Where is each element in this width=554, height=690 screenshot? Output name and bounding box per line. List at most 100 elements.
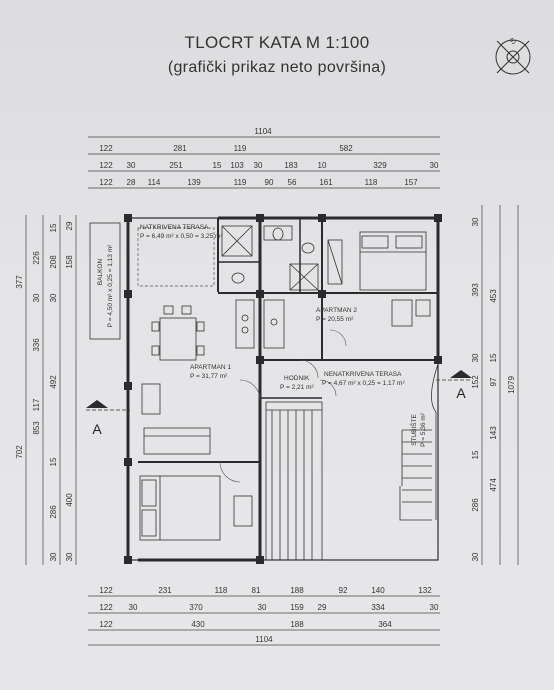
room-label: HODNIK — [284, 375, 310, 382]
dim-label: 188 — [290, 620, 304, 629]
dim-label: 159 — [290, 603, 304, 612]
dim-label: 393 — [471, 283, 480, 297]
section-marker-right: A — [436, 370, 472, 401]
room-area: P = 2,21 m² — [280, 384, 314, 391]
page-subtitle: (grafički prikaz neto površina) — [167, 59, 387, 76]
dim-label: 188 — [290, 586, 304, 595]
dim-top-total: 1104 — [254, 127, 272, 136]
room-area: P = 31,77 m² — [190, 373, 228, 380]
dim-label: 231 — [158, 586, 172, 595]
bottom-dimensions — [88, 595, 440, 646]
dim-label: 119 — [234, 178, 247, 187]
stairwell — [399, 363, 439, 521]
room-label: STUBIŠTE — [409, 413, 418, 445]
dim-label: 30 — [127, 161, 136, 170]
dim-label: 15 — [471, 450, 480, 459]
dim-bottom-total: 1104 — [255, 635, 273, 644]
dim-label: 286 — [49, 505, 58, 519]
north-arrow-icon: S — [495, 36, 531, 75]
dim-label: 474 — [489, 478, 498, 492]
dim-label: 143 — [489, 426, 498, 440]
dim-label: 119 — [234, 144, 247, 153]
dim-label: 139 — [187, 178, 201, 187]
dim-label: 30 — [471, 353, 480, 362]
dim-label: 30 — [49, 552, 58, 561]
room-area: P = 6,49 m² x 0,50 = 3,25 m² — [140, 233, 223, 240]
dim-label: 15 — [213, 161, 222, 170]
dim-label: 152 — [471, 375, 480, 389]
dim-label: 30 — [430, 603, 439, 612]
dim-label: 29 — [318, 603, 327, 612]
dim-label: 400 — [65, 493, 74, 507]
dim-label: 492 — [49, 375, 58, 389]
dim-label: 122 — [99, 178, 113, 187]
dim-label: 10 — [318, 161, 327, 170]
room-area: P = 4,50 m² x 0,25 = 1,13 m² — [107, 244, 114, 327]
north-label: S — [508, 36, 518, 46]
top-dimensions — [88, 136, 440, 189]
dim-label: 15 — [49, 457, 58, 466]
room-area: P = 5,36 m² — [420, 412, 427, 446]
room-area: P = 20,55 m² — [316, 316, 354, 323]
dim-label: 334 — [371, 603, 385, 612]
dim-label: 251 — [169, 161, 183, 170]
dim-label: 118 — [365, 178, 378, 187]
dim-label: 56 — [288, 178, 297, 187]
dim-label: 28 — [127, 178, 136, 187]
dim-label: 122 — [99, 603, 113, 612]
dim-label: 90 — [265, 178, 274, 187]
dim-label: 364 — [378, 620, 392, 629]
balcony-outline — [89, 222, 121, 340]
dim-label: 114 — [148, 178, 161, 187]
room-label: APARTMAN 2 — [316, 307, 357, 314]
section-label: A — [456, 385, 466, 401]
dim-label: 30 — [65, 552, 74, 561]
dim-label: 30 — [32, 293, 41, 302]
room-label: BALKON — [97, 259, 104, 286]
dim-label: 1079 — [507, 376, 516, 394]
dining-table — [151, 305, 205, 361]
dim-label: 377 — [15, 275, 24, 289]
bed-apartman-1 — [139, 475, 253, 541]
dim-label: 15 — [489, 353, 498, 362]
bathroom-fixtures — [221, 225, 343, 291]
dim-label: 161 — [319, 178, 333, 187]
dim-label: 853 — [32, 421, 41, 435]
dim-label: 30 — [49, 293, 58, 302]
dim-label: 582 — [339, 144, 353, 153]
section-label: A — [92, 421, 102, 437]
dim-label: 430 — [191, 620, 205, 629]
section-marker-left: A — [86, 400, 130, 437]
dim-label: 97 — [489, 377, 498, 386]
dim-label: 30 — [129, 603, 138, 612]
dim-label: 29 — [65, 221, 74, 230]
terrace-outline — [137, 227, 215, 287]
dim-label: 286 — [471, 498, 480, 512]
kitchenette — [235, 299, 285, 349]
page-title: TLOCRT KATA M 1:100 — [184, 33, 370, 52]
dim-label: 281 — [173, 144, 187, 153]
dim-label: 158 — [65, 255, 74, 269]
dim-label: 30 — [471, 552, 480, 561]
room-label: NATKRIVENA TERASA — [140, 224, 209, 231]
dim-label: 15 — [49, 223, 58, 232]
dim-label: 117 — [32, 398, 41, 411]
dim-label: 336 — [32, 338, 41, 352]
room-label: APARTMAN 1 — [190, 364, 231, 371]
dim-label: 30 — [430, 161, 439, 170]
door-swings — [219, 329, 347, 483]
dim-label: 92 — [339, 586, 348, 595]
dim-label: 122 — [99, 620, 113, 629]
dim-label: 103 — [230, 161, 244, 170]
sofa — [141, 383, 211, 455]
dim-label: 30 — [258, 603, 267, 612]
dim-label: 122 — [99, 161, 113, 170]
left-dimensions — [25, 215, 77, 565]
dim-label: 81 — [252, 586, 261, 595]
dim-label: 183 — [284, 161, 298, 170]
structural-columns — [124, 214, 442, 564]
dim-label: 118 — [215, 586, 228, 595]
dim-label: 30 — [471, 217, 480, 226]
